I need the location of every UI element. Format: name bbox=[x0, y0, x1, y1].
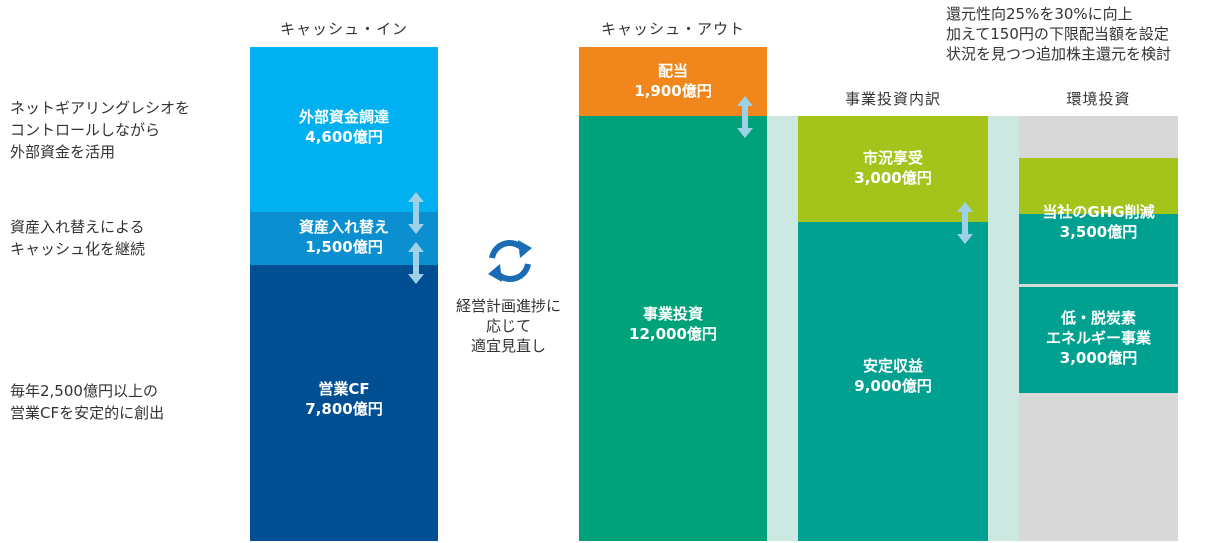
block-external-funding: 外部資金調達 4,600億円 bbox=[250, 47, 438, 212]
block-value: 1,900億円 bbox=[634, 82, 712, 100]
block-name: 安定収益 bbox=[862, 357, 923, 375]
block-value: 3,000億円 bbox=[1059, 349, 1138, 367]
note-line: ネットギアリングレシオを bbox=[10, 99, 191, 117]
plan-review-note: 経営計画進捗に 応じて 適宜見直し bbox=[438, 296, 579, 356]
note-line: 加えて150円の下限配当額を設定 bbox=[946, 25, 1169, 43]
block-value: 1,500億円 bbox=[305, 238, 383, 256]
block-label: 配当 1,900億円 bbox=[579, 61, 767, 101]
block-name: 資産入れ替え bbox=[298, 218, 389, 236]
block-name: エネルギー事業 bbox=[1045, 329, 1151, 347]
block-label: 営業CF 7,800億円 bbox=[250, 379, 438, 419]
block-ghg-reduction: 当社のGHG削減 3,500億円 bbox=[1019, 158, 1178, 284]
note-line: 適宜見直し bbox=[470, 337, 546, 355]
note-line: 還元性向25%を30%に向上 bbox=[946, 5, 1133, 23]
block-name: 営業CF bbox=[318, 380, 370, 398]
note-line: 応じて bbox=[485, 317, 531, 335]
block-label: 資産入れ替え 1,500億円 bbox=[250, 217, 438, 257]
block-label: 事業投資 12,000億円 bbox=[579, 304, 767, 344]
note-line: 資産入れ替えによる bbox=[10, 218, 145, 236]
note-line: キャッシュ化を継続 bbox=[10, 240, 146, 258]
shareholder-return-note: 還元性向25%を30%に向上 加えて150円の下限配当額を設定 状況を見つつ追加… bbox=[946, 4, 1171, 64]
block-label: 市況享受 3,000億円 bbox=[798, 148, 988, 188]
note-line: 状況を見つつ追加株主還元を検討 bbox=[946, 45, 1172, 63]
block-name: 当社のGHG削減 bbox=[1042, 203, 1155, 221]
double-arrow-icon bbox=[957, 202, 973, 244]
block-value: 12,000億円 bbox=[629, 325, 717, 343]
block-business-investment: 事業投資 12,000億円 bbox=[579, 116, 767, 541]
block-value: 7,800億円 bbox=[305, 400, 383, 418]
asset-replacement-note: 資産入れ替えによる キャッシュ化を継続 bbox=[10, 216, 145, 260]
block-value: 3,000億円 bbox=[854, 169, 932, 187]
block-name: 市況享受 bbox=[862, 149, 923, 167]
block-label: 当社のGHG削減 3,500億円 bbox=[1019, 202, 1178, 242]
block-name: 低・脱炭素 bbox=[1060, 309, 1136, 327]
block-name: 外部資金調達 bbox=[298, 108, 389, 126]
block-market-benefit: 市況享受 3,000億円 bbox=[798, 116, 988, 222]
block-name: 事業投資 bbox=[642, 305, 703, 323]
block-value: 9,000億円 bbox=[854, 377, 932, 395]
header-environment: 環境投資 bbox=[1066, 90, 1131, 108]
double-arrow-icon bbox=[408, 192, 424, 234]
block-stable-earnings: 安定収益 9,000億円 bbox=[798, 222, 988, 541]
block-value: 4,600億円 bbox=[305, 128, 383, 146]
double-arrow-icon bbox=[737, 96, 753, 138]
block-dividend: 配当 1,900億円 bbox=[579, 47, 767, 116]
note-line: 毎年2,500億円以上の bbox=[10, 382, 158, 400]
external-funding-note: ネットギアリングレシオを コントロールしながら 外部資金を活用 bbox=[10, 97, 190, 163]
cycle-icon bbox=[488, 240, 532, 282]
header-cash-out: キャッシュ・アウト bbox=[600, 20, 745, 38]
double-arrow-icon bbox=[408, 242, 424, 284]
block-operating-cf: 営業CF 7,800億円 bbox=[250, 265, 438, 541]
block-asset-replacement: 資産入れ替え 1,500億円 bbox=[250, 212, 438, 265]
block-label: 外部資金調達 4,600億円 bbox=[250, 107, 438, 147]
block-label: 安定収益 9,000億円 bbox=[798, 356, 988, 396]
note-line: 外部資金を活用 bbox=[10, 143, 116, 161]
block-name: 配当 bbox=[657, 62, 688, 80]
note-line: 経営計画進捗に bbox=[455, 297, 561, 315]
header-business-breakdown: 事業投資内訳 bbox=[844, 90, 941, 108]
block-label: 低・脱炭素 エネルギー事業 3,000億円 bbox=[1019, 308, 1178, 368]
note-line: 営業CFを安定的に創出 bbox=[10, 404, 165, 422]
header-cash-in: キャッシュ・イン bbox=[279, 20, 408, 38]
block-low-carbon-energy: 低・脱炭素 エネルギー事業 3,000億円 bbox=[1019, 287, 1178, 393]
operating-cf-note: 毎年2,500億円以上の 営業CFを安定的に創出 bbox=[10, 380, 164, 424]
block-value: 3,500億円 bbox=[1059, 223, 1138, 241]
ghg-highlight-band bbox=[1019, 158, 1178, 214]
note-line: コントロールしながら bbox=[10, 121, 161, 139]
